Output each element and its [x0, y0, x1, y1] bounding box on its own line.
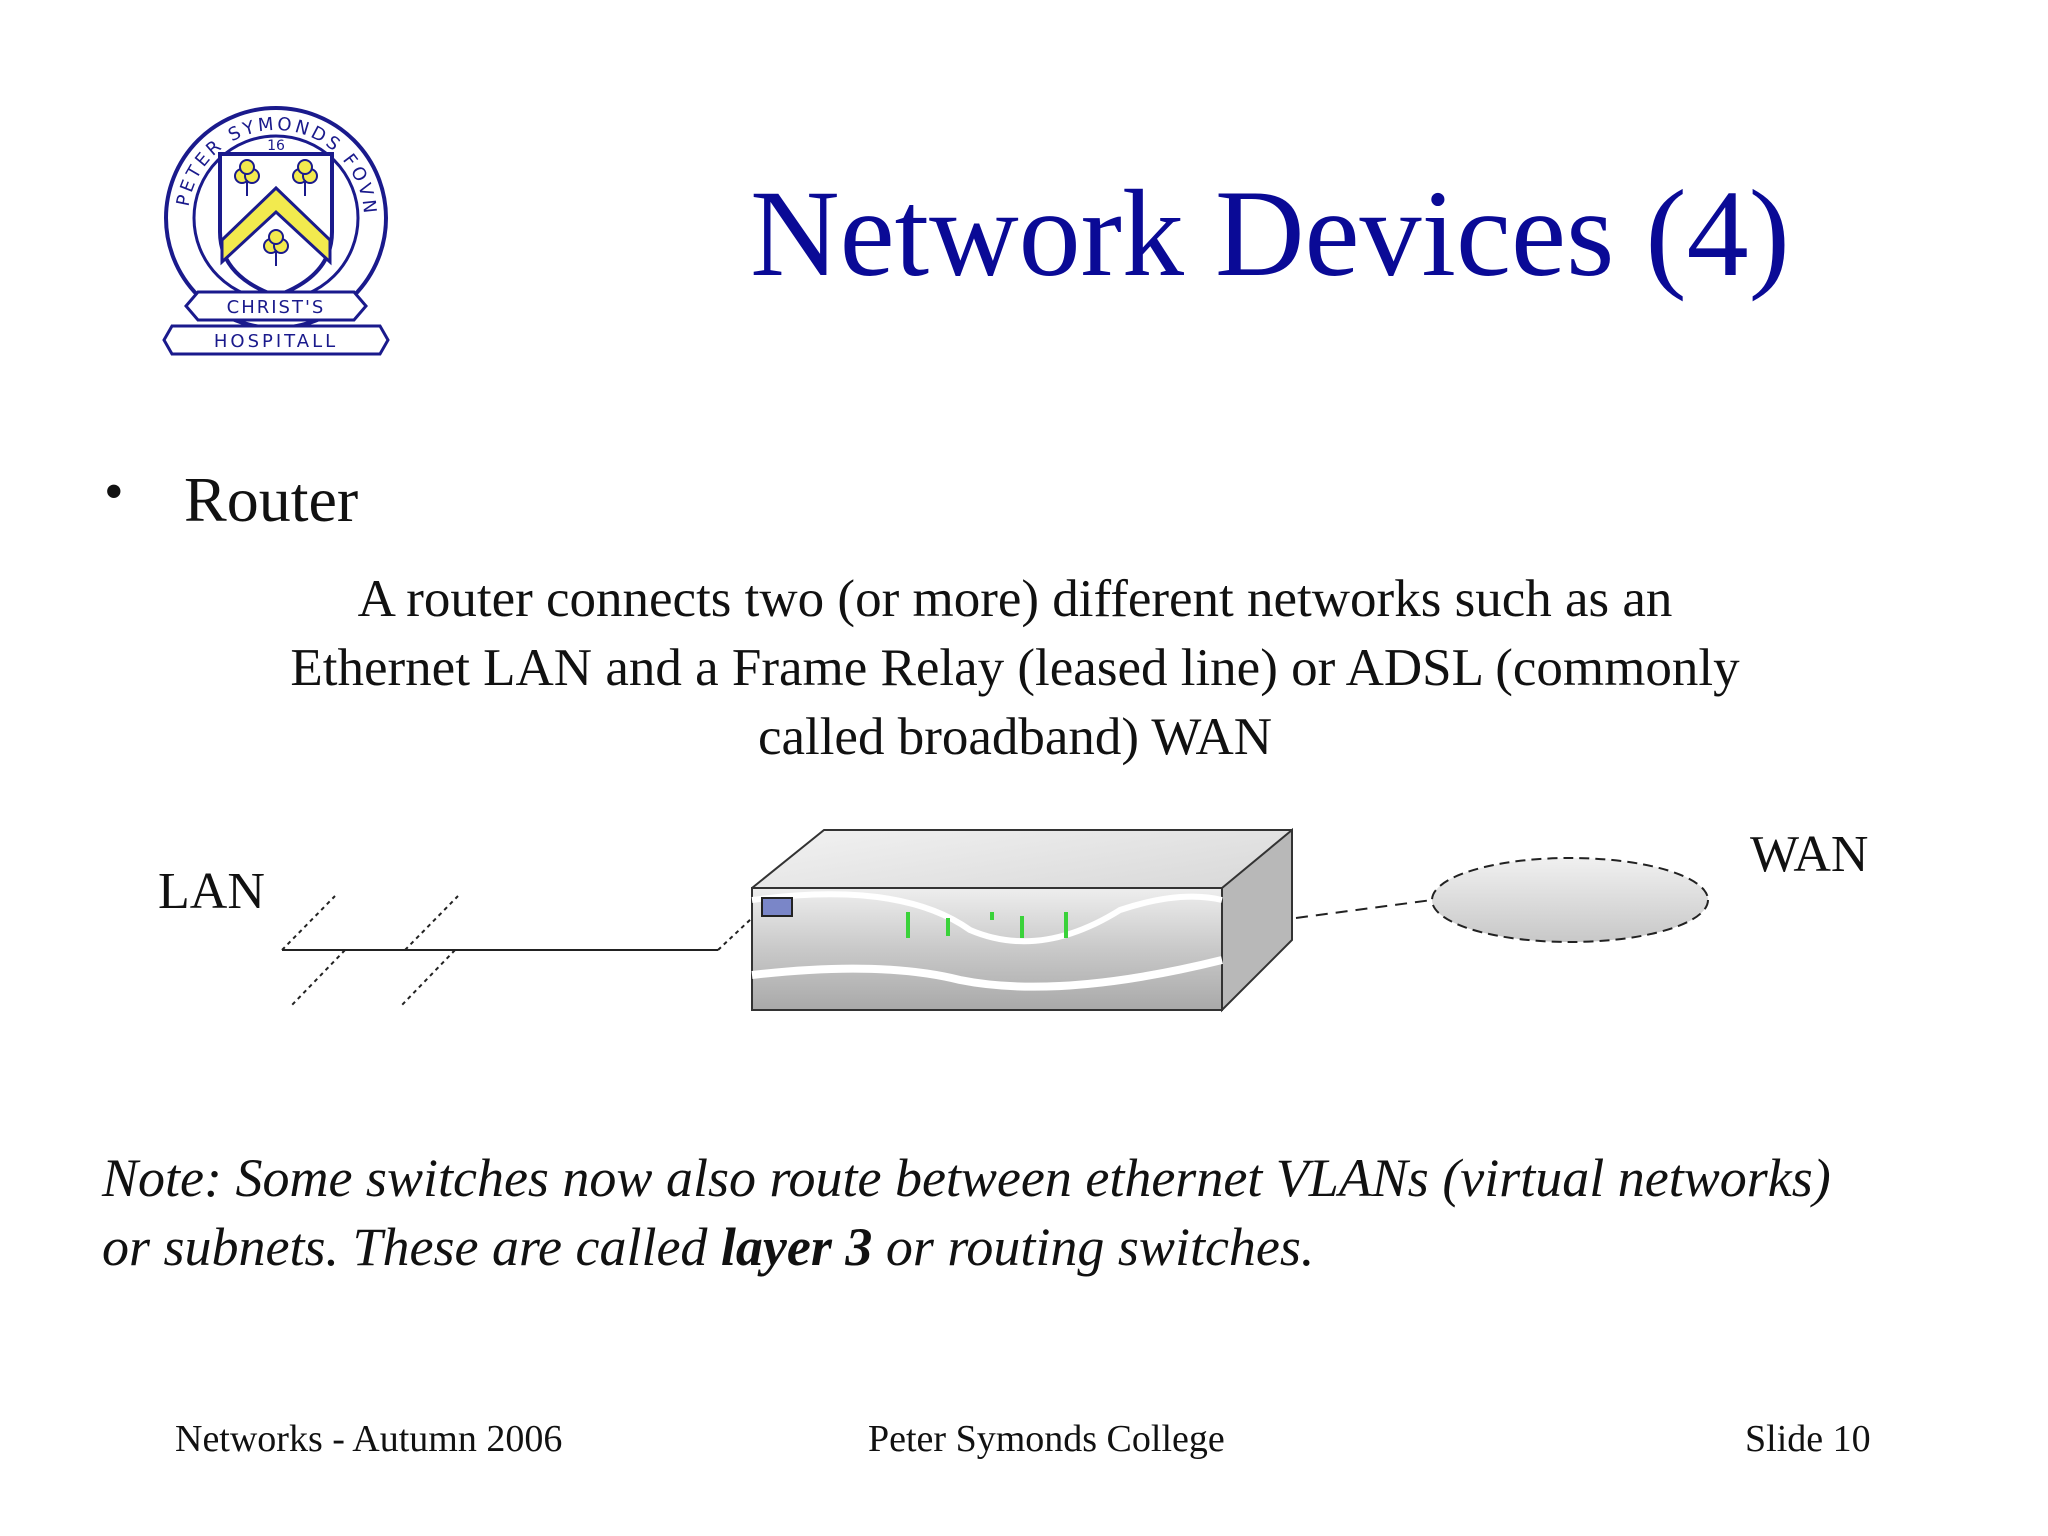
note-text: Note: Some switches now also route betwe… — [102, 1144, 2002, 1282]
description-line-1: A router connects two (or more) differen… — [357, 570, 1673, 628]
bullet-dot: • — [104, 461, 124, 523]
router-icon — [751, 827, 1293, 1013]
footer-college: Peter Symonds College — [868, 1418, 1225, 1460]
router-diagram — [281, 827, 1709, 1013]
footer-slide-number: Slide 10 — [1745, 1418, 1871, 1460]
footer-course: Networks - Autumn 2006 — [175, 1418, 563, 1460]
wan-cloud-icon — [1431, 857, 1709, 943]
lan-label: LAN — [158, 863, 265, 920]
svg-text:16: 16 — [267, 138, 285, 154]
logo-ribbon-top: CHRIST'S — [227, 297, 326, 318]
note-line-2-start: or subnets. These are called — [102, 1217, 721, 1277]
lan-bus-icon — [281, 895, 753, 1006]
note-line-2-end: or routing switches. — [872, 1217, 1315, 1277]
note-line-1: Note: Some switches now also route betwe… — [102, 1148, 1831, 1208]
wan-link-line — [1295, 899, 1433, 919]
wan-label: WAN — [1750, 826, 1869, 883]
bullet-label: Router — [184, 464, 359, 535]
note-emphasis: layer 3 — [720, 1217, 873, 1277]
logo-ribbon-bottom: HOSPITALL — [214, 331, 338, 352]
description-line-2: Ethernet LAN and a Frame Relay (leased l… — [290, 639, 1740, 697]
college-crest-logo: PETER SYMONDS FOVNDER 16 CHRIST'S HOSPIT… — [158, 100, 390, 356]
router-description: A router connects two (or more) differen… — [150, 565, 1880, 772]
slide-title: Network Devices (4) — [750, 165, 1790, 302]
description-line-3: called broadband) WAN — [757, 708, 1273, 766]
